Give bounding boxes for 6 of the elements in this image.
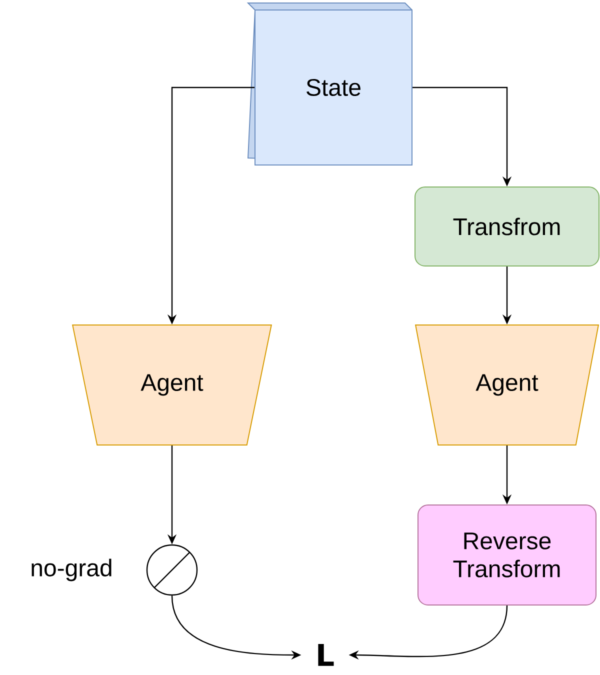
no-grad-circle	[146, 544, 198, 596]
process-box: Reverse Transform	[418, 504, 596, 606]
side-label: no-grad	[32, 558, 112, 582]
loss-symbol: L	[318, 644, 334, 666]
state-box: State	[246, 2, 412, 166]
process-box: Transfrom	[414, 186, 600, 266]
